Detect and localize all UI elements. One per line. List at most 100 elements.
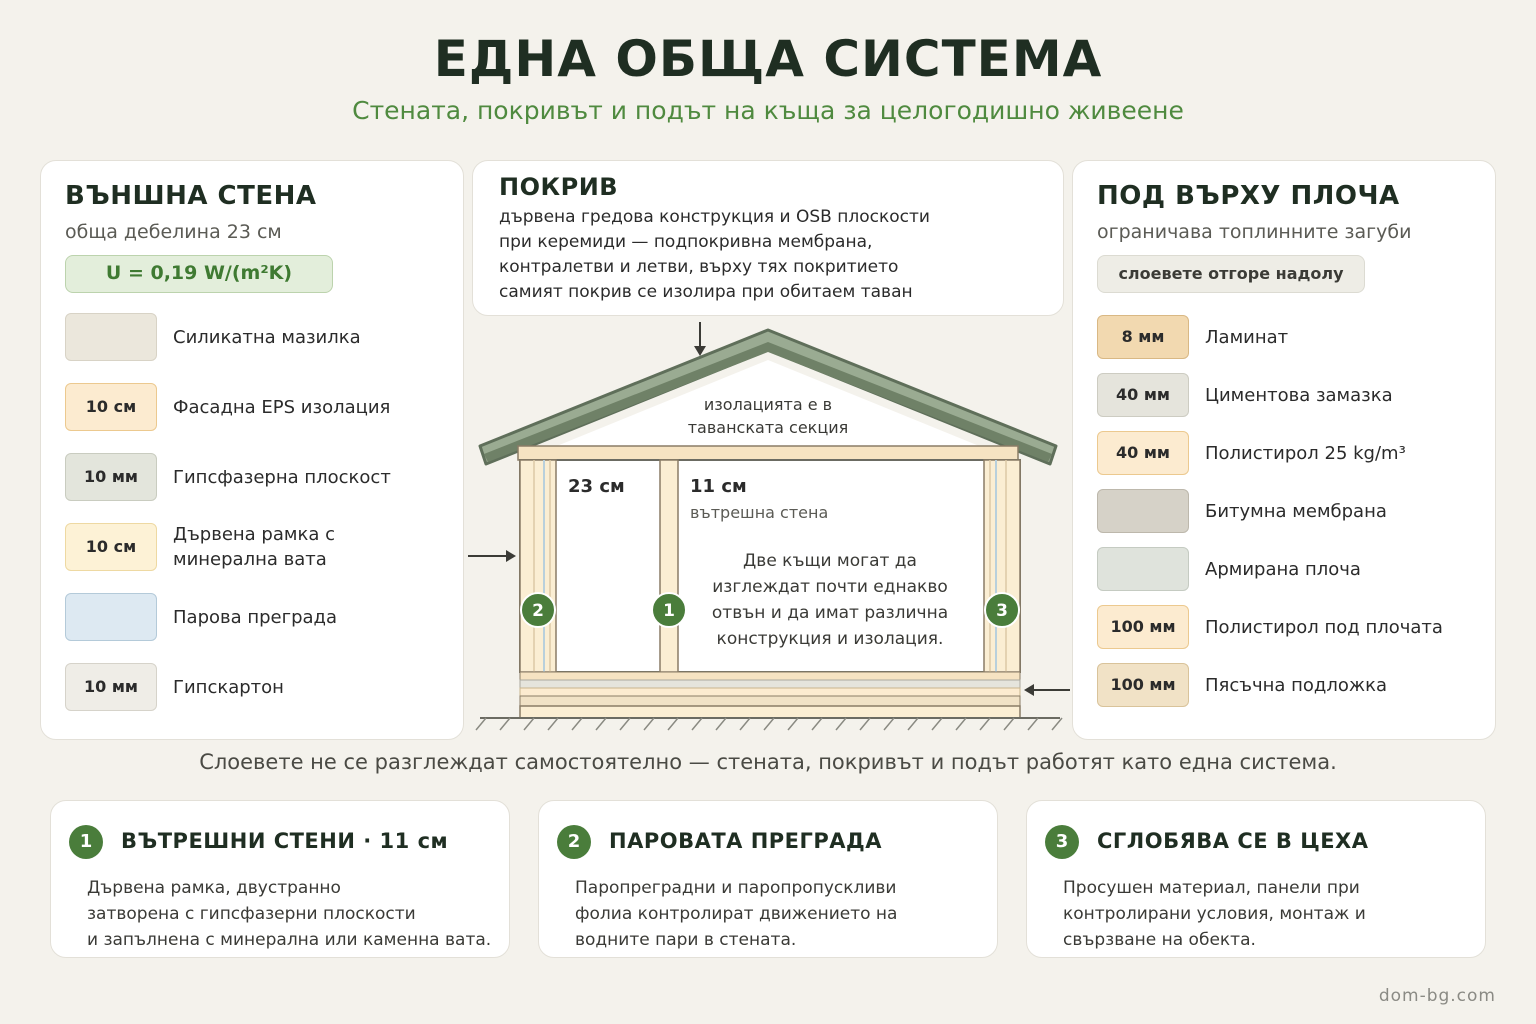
wall-layer: Парова преграда <box>65 593 445 643</box>
roof-line: контралетви и летви, върху тях покритиет… <box>499 257 899 277</box>
info-card-inner-walls: 1 ВЪТРЕШНИ СТЕНИ · 11 см Дървена рамка, … <box>50 800 510 958</box>
card-text: Просушен материал, панели при контролира… <box>1063 875 1473 953</box>
house-text-line: конструкция и изолация. <box>717 629 944 649</box>
card-text-line: Дървена рамка, двустранно <box>87 878 341 898</box>
marker-1: 1 <box>651 592 687 628</box>
layer-swatch: 40 мм <box>1097 373 1189 417</box>
inner-thickness-label: 11 см <box>690 476 747 497</box>
card-text-line: свързване на обекта. <box>1063 930 1256 950</box>
floor-layer: 100 мм Пясъчна подложка <box>1097 663 1487 709</box>
layer-label: Дървена рамка с минерална вата <box>173 524 335 570</box>
house-text-line: Две къщи могат да <box>743 551 917 571</box>
layer-label: Гипсфазерна плоскост <box>173 466 391 488</box>
info-card-factory: 3 СГЛОБЯВА СЕ В ЦЕХА Просушен материал, … <box>1026 800 1486 958</box>
marker-2: 2 <box>520 592 556 628</box>
card-text-line: фолиа контролират движението на <box>575 904 898 924</box>
house-body <box>519 459 1021 673</box>
layer-swatch <box>65 593 157 641</box>
layer-label: Полистирол 25 kg/m³ <box>1205 442 1406 464</box>
attic-area <box>520 360 1016 461</box>
layer-label: Полистирол под плочата <box>1205 616 1443 638</box>
floor-layer: Битумна мембрана <box>1097 489 1487 535</box>
floor-layer: 100 мм Полистирол под плочата <box>1097 605 1487 651</box>
page-title: ЕДНА ОБЩА СИСТЕМА <box>433 30 1103 88</box>
attic-note-1: изолацията е в <box>704 395 832 414</box>
layer-label: Армирана плоча <box>1205 558 1361 580</box>
layer-swatch: 8 мм <box>1097 315 1189 359</box>
ceiling-beam <box>517 445 1019 461</box>
layer-swatch: 40 мм <box>1097 431 1189 475</box>
wall-layer: 10 мм Гипсфазерна плоскост <box>65 453 445 503</box>
floor-layer-screed <box>519 679 1021 689</box>
layer-label: Пясъчна подложка <box>1205 674 1387 696</box>
layer-swatch <box>1097 489 1189 533</box>
layer-label: Битумна мембрана <box>1205 500 1387 522</box>
wall-thickness: обща дебелина 23 см <box>65 221 282 243</box>
wall-arrow-head <box>506 550 516 562</box>
footer-domain[interactable]: dom-bg.com <box>1378 986 1496 1006</box>
floor-layer-base <box>519 705 1021 719</box>
page-subtitle: Стената, покривът и подът на къща за цел… <box>352 96 1184 125</box>
card-title: ВЪТРЕШНИ СТЕНИ · 11 см <box>121 829 449 853</box>
wall-card: ВЪНШНА СТЕНА обща дебелина 23 см U = 0,1… <box>40 160 464 740</box>
card-number: 3 <box>1045 825 1079 859</box>
layer-swatch: 100 мм <box>1097 605 1189 649</box>
card-text-line: контролирани условия, монтаж и <box>1063 904 1366 924</box>
roof-card: ПОКРИВ дървена гредова конструкция и OSB… <box>472 160 1064 316</box>
layer-label: Силикатна мазилка <box>173 326 361 348</box>
card-title: ПАРОВАТА ПРЕГРАДА <box>609 829 883 853</box>
house-text-line: изглеждат почти еднакво <box>712 577 948 597</box>
roof-description: дървена гредова конструкция и OSB плоско… <box>499 205 1039 305</box>
wall-layer: Силикатна мазилка <box>65 313 445 363</box>
layer-label: Циментова замазка <box>1205 384 1393 406</box>
layer-label: Ламинат <box>1205 326 1289 348</box>
attic-note-2: таванската секция <box>688 418 849 437</box>
floor-arrow-head <box>1024 684 1034 696</box>
layer-swatch: 10 мм <box>65 663 157 711</box>
roof-line: при керемиди — подпокривна мембрана, <box>499 232 873 252</box>
floor-card: ПОД ВЪРХУ ПЛОЧА ограничава топлинните за… <box>1072 160 1496 740</box>
floor-title: ПОД ВЪРХУ ПЛОЧА <box>1097 181 1400 211</box>
house-diagram: изолацията е в таванската секция <box>468 322 1070 731</box>
layer-swatch: 10 см <box>65 383 157 431</box>
layer-swatch: 10 см <box>65 523 157 571</box>
floor-layer: 40 мм Полистирол 25 kg/m³ <box>1097 431 1487 477</box>
svg-text:1: 1 <box>663 601 675 621</box>
card-text-line: и запълнена с минерална или каменна вата… <box>87 930 492 950</box>
wall-title: ВЪНШНА СТЕНА <box>65 181 317 211</box>
marker-3: 3 <box>984 592 1020 628</box>
wall-thickness-label: 23 см <box>568 476 625 497</box>
wall-layer: 10 мм Гипскартон <box>65 663 445 713</box>
floor-layer-laminate <box>519 671 1021 681</box>
inner-wall-label: вътрешна стена <box>690 503 828 522</box>
card-text-line: водните пари в стената. <box>575 930 797 950</box>
card-title: СГЛОБЯВА СЕ В ЦЕХА <box>1097 829 1369 853</box>
layer-order-badge: слоевете отгоре надолу <box>1097 255 1365 293</box>
wall-layer: 10 см Дървена рамка с минерална вата <box>65 523 445 573</box>
card-number: 2 <box>557 825 591 859</box>
card-text-line: затворена с гипсфазерни плоскости <box>87 904 416 924</box>
layer-label: Парова преграда <box>173 606 338 628</box>
system-note: Слоевете не се разглеждат самостоятелно … <box>199 750 1337 774</box>
svg-text:2: 2 <box>532 601 544 621</box>
roof-line: дървена гредова конструкция и OSB плоско… <box>499 207 930 227</box>
floor-subtitle: ограничава топлинните загуби <box>1097 221 1412 243</box>
card-text-line: Паропреградни и паропропускливи <box>575 878 897 898</box>
ground-hatch <box>475 717 1063 731</box>
layer-swatch <box>1097 547 1189 591</box>
floor-layer-eps <box>519 687 1021 697</box>
info-card-vapour-barrier: 2 ПАРОВАТА ПРЕГРАДА Паропреградни и паро… <box>538 800 998 958</box>
roof-shape <box>478 328 1058 466</box>
card-text: Дървена рамка, двустранно затворена с ги… <box>87 875 497 953</box>
card-text: Паропреградни и паропропускливи фолиа ко… <box>575 875 985 953</box>
layer-swatch: 10 мм <box>65 453 157 501</box>
svg-text:3: 3 <box>996 601 1008 621</box>
card-text-line: Просушен материал, панели при <box>1063 878 1360 898</box>
house-text-line: отвън и да имат различна <box>712 603 948 623</box>
floor-layer: 8 мм Ламинат <box>1097 315 1487 361</box>
layer-swatch <box>65 313 157 361</box>
floor-layer-sand <box>519 695 1021 707</box>
layer-label: Гипскартон <box>173 676 284 698</box>
layer-swatch: 100 мм <box>1097 663 1189 707</box>
